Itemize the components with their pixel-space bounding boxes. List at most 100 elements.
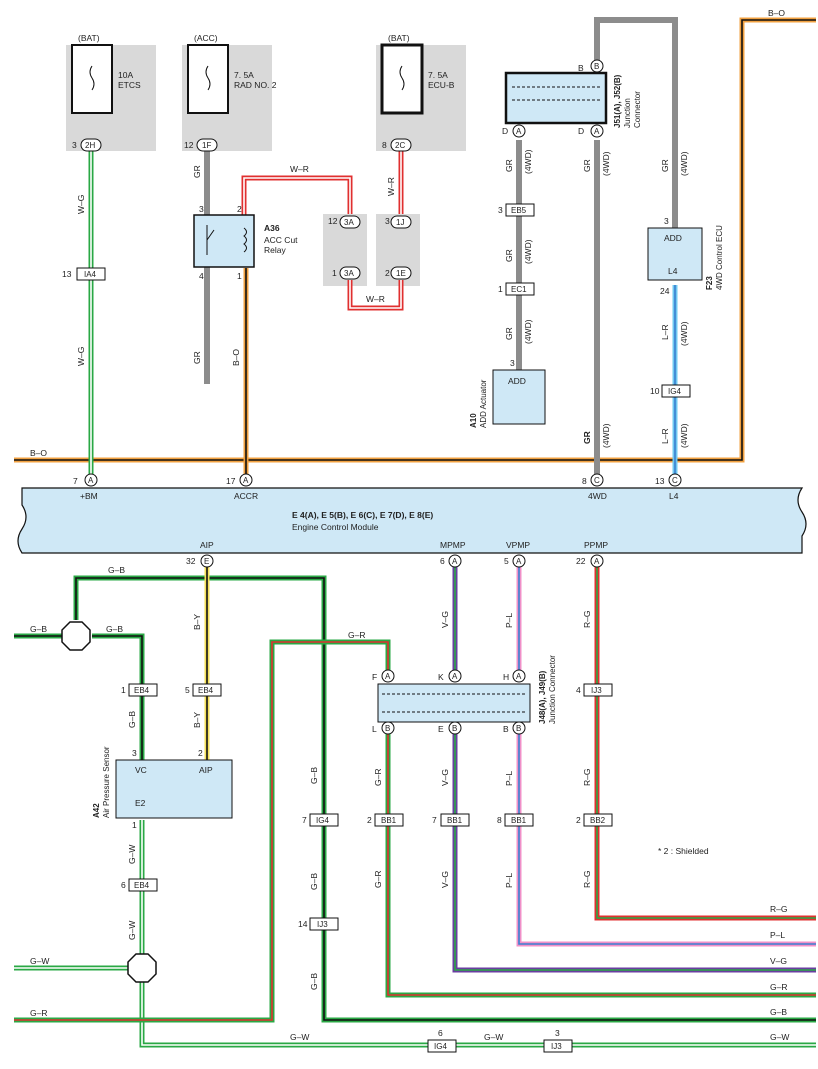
svg-text:G–R: G–R <box>770 982 787 992</box>
svg-text:7: 7 <box>432 815 437 825</box>
relay-a36: 3 2 A36 ACC Cut Relay 4 1 <box>193 204 298 281</box>
svg-text:G–W: G–W <box>290 1032 309 1042</box>
svg-text:W–R: W–R <box>366 294 385 304</box>
svg-text:EB4: EB4 <box>198 686 214 695</box>
svg-text:J48(A), J49(B): J48(A), J49(B) <box>538 670 547 724</box>
svg-text:W–R: W–R <box>290 164 309 174</box>
svg-text:IG4: IG4 <box>434 1042 447 1051</box>
svg-text:V–G: V–G <box>440 611 450 628</box>
svg-text:(4WD): (4WD) <box>679 423 689 448</box>
svg-text:4WD: 4WD <box>588 491 607 501</box>
svg-text:2: 2 <box>576 815 581 825</box>
svg-text:A: A <box>516 672 522 681</box>
svg-text:IA4: IA4 <box>84 270 97 279</box>
svg-text:ACC Cut: ACC Cut <box>264 235 298 245</box>
svg-text:B: B <box>578 63 584 73</box>
svg-text:IJ3: IJ3 <box>551 1042 562 1051</box>
svg-text:B: B <box>385 724 390 733</box>
svg-text:ACCR: ACCR <box>234 491 258 501</box>
svg-text:BB1: BB1 <box>381 816 397 825</box>
svg-text:BB1: BB1 <box>511 816 527 825</box>
svg-text:W–R: W–R <box>386 177 396 196</box>
svg-text:8: 8 <box>497 815 502 825</box>
svg-text:1J: 1J <box>396 218 404 227</box>
svg-text:8: 8 <box>382 140 387 150</box>
svg-text:V–G: V–G <box>440 871 450 888</box>
svg-text:2H: 2H <box>85 141 95 150</box>
wire-labels: B–O B–O W–G W–G GR GR W–R W–R W–R B–O GR… <box>30 8 789 1042</box>
svg-text:GR: GR <box>660 159 670 172</box>
svg-text:(4WD): (4WD) <box>679 151 689 176</box>
svg-text:A10: A10 <box>469 413 478 428</box>
svg-text:3A: 3A <box>344 269 354 278</box>
svg-text:V–G: V–G <box>440 769 450 786</box>
svg-text:G–B: G–B <box>108 565 125 575</box>
svg-text:G–B: G–B <box>309 873 319 890</box>
svg-text:22: 22 <box>576 556 586 566</box>
svg-text:4WD Control ECU: 4WD Control ECU <box>715 225 724 290</box>
svg-text:P–L: P–L <box>504 771 514 786</box>
svg-text:E: E <box>438 724 444 734</box>
fuse-etcs: (BAT) 10A ETCS 3 2H <box>71 33 141 152</box>
svg-text:(4WD): (4WD) <box>679 321 689 346</box>
svg-text:C: C <box>672 476 678 485</box>
svg-text:A: A <box>452 672 458 681</box>
svg-text:ECU-B: ECU-B <box>428 80 455 90</box>
svg-text:B–O: B–O <box>30 448 47 458</box>
ecu-f23: 3 ADD L4 24 F23 4WD Control ECU <box>647 216 724 296</box>
svg-text:P–L: P–L <box>504 613 514 628</box>
svg-text:1E: 1E <box>396 269 406 278</box>
svg-text:G–W: G–W <box>770 1032 789 1042</box>
svg-text:Relay: Relay <box>264 245 286 255</box>
svg-text:3A: 3A <box>344 218 354 227</box>
svg-text:(4WD): (4WD) <box>523 319 533 344</box>
svg-text:EB4: EB4 <box>134 686 150 695</box>
svg-text:2C: 2C <box>395 141 405 150</box>
wires <box>14 17 816 1048</box>
svg-text:(4WD): (4WD) <box>523 149 533 174</box>
svg-text:VC: VC <box>135 765 147 775</box>
fuse-rad-no2: (ACC) 7. 5A RAD NO. 2 12 1F <box>184 33 277 152</box>
svg-text:2: 2 <box>198 748 203 758</box>
air-pressure-sensor-a42: 3 2 VC AIP E2 1 A42 Air Pressure Sensor <box>92 746 233 830</box>
svg-text:P–L: P–L <box>504 873 514 888</box>
svg-text:17: 17 <box>226 476 236 486</box>
svg-text:J51(A), J52(B): J51(A), J52(B) <box>613 74 622 128</box>
svg-text:G–R: G–R <box>373 769 383 786</box>
svg-text:1: 1 <box>121 685 126 695</box>
svg-text:4: 4 <box>576 685 581 695</box>
junction-j51-j52: B B D A D A J51(A), J52(B) Junction Conn… <box>502 59 642 138</box>
svg-text:GR: GR <box>504 159 514 172</box>
svg-text:1: 1 <box>237 271 242 281</box>
svg-text:L–R: L–R <box>660 324 670 340</box>
svg-text:PPMP: PPMP <box>584 540 608 550</box>
svg-text:R–G: R–G <box>770 904 787 914</box>
svg-text:(4WD): (4WD) <box>523 239 533 264</box>
svg-text:L4: L4 <box>669 491 679 501</box>
svg-text:G–B: G–B <box>106 624 123 634</box>
svg-text:BB1: BB1 <box>447 816 463 825</box>
svg-text:13: 13 <box>655 476 665 486</box>
svg-text:12: 12 <box>184 140 194 150</box>
svg-text:A42: A42 <box>92 803 101 818</box>
svg-text:ADD: ADD <box>664 233 682 243</box>
svg-text:14: 14 <box>298 919 308 929</box>
svg-text:ETCS: ETCS <box>118 80 141 90</box>
svg-text:E2: E2 <box>135 798 146 808</box>
svg-text:W–G: W–G <box>76 195 86 214</box>
svg-text:G–R: G–R <box>373 871 383 888</box>
svg-text:2: 2 <box>367 815 372 825</box>
svg-text:IG4: IG4 <box>668 387 681 396</box>
svg-text:B: B <box>594 62 599 71</box>
svg-text:A36: A36 <box>264 223 280 233</box>
svg-text:GR: GR <box>582 159 592 172</box>
svg-text:G–B: G–B <box>770 1007 787 1017</box>
svg-text:3: 3 <box>664 216 669 226</box>
svg-text:3: 3 <box>132 748 137 758</box>
inline-connectors: 13 IA4 3 EB5 1 EC1 10 IG4 12 3A 3 1J 1 3… <box>62 203 691 1053</box>
svg-text:10: 10 <box>650 386 660 396</box>
svg-text:Junction Connector: Junction Connector <box>548 655 557 724</box>
svg-text:A: A <box>452 557 458 566</box>
svg-text:G–B: G–B <box>309 973 319 990</box>
svg-text:D: D <box>578 126 584 136</box>
